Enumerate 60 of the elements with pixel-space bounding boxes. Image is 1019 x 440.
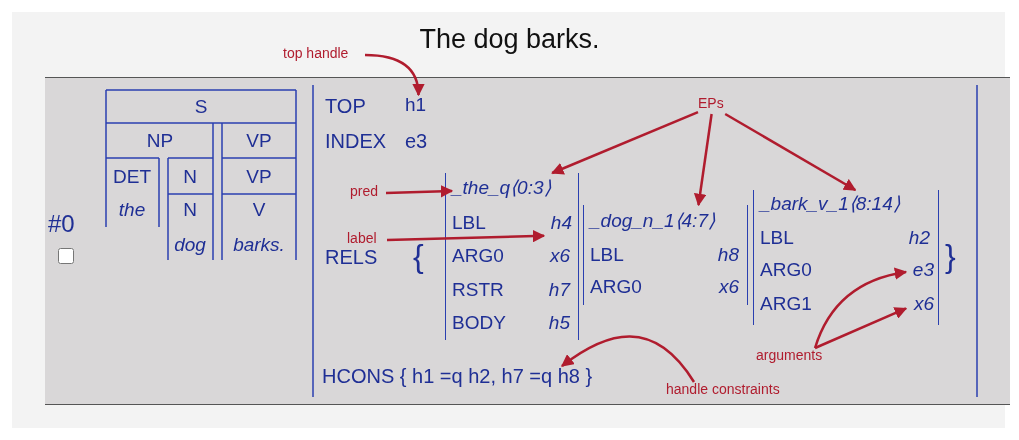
predication-frame	[583, 205, 748, 305]
feature-name: ARG0	[590, 277, 642, 296]
tree-label: N	[182, 167, 198, 186]
feature-name: LBL	[452, 213, 486, 232]
tree-label: VP	[245, 131, 273, 150]
annotation-label: top handle	[283, 46, 365, 64]
brace: {	[413, 240, 424, 272]
leader-arrow	[364, 53, 425, 97]
feature-name: LBL	[590, 245, 624, 264]
leader-arrow	[693, 113, 713, 207]
feature-name: RSTR	[452, 280, 504, 299]
leader-arrow	[551, 111, 699, 175]
leader-arrow	[814, 307, 908, 350]
word-label: barks.	[232, 235, 286, 254]
feature-value: x6	[718, 277, 739, 296]
annotation-label: pred	[350, 184, 386, 202]
feature-value: HCONS { h1 =q h2, h7 =q h8 }	[322, 366, 642, 392]
feature-name: RELS	[325, 247, 378, 267]
feature-name: TOP	[325, 96, 366, 116]
tree-label: N	[182, 200, 198, 219]
feature-name: LBL	[760, 228, 794, 247]
feature-name: ARG0	[760, 260, 812, 279]
feature-name: BODY	[452, 313, 506, 332]
word-label: the	[117, 200, 147, 219]
leader-arrow	[724, 112, 857, 192]
feature-value: h5	[548, 313, 570, 332]
predicate-label: _bark_v_1⟨8:14⟩	[760, 194, 900, 213]
feature-value: h8	[717, 245, 739, 264]
leader-arrow	[813, 267, 908, 349]
predication-frame	[445, 173, 579, 340]
annotation-label: handle constraints	[666, 382, 806, 400]
feature-value: h7	[548, 280, 570, 299]
tree-label: DET	[112, 167, 152, 186]
feature-value: e3	[405, 131, 428, 151]
annotation-label: label	[347, 231, 387, 249]
feature-name: ARG1	[760, 294, 812, 313]
annotation-label: arguments	[756, 348, 838, 366]
item-number: #0	[48, 212, 75, 236]
feature-value: h2	[908, 228, 930, 247]
title: The dog barks.	[419, 24, 600, 54]
feature-value: h1	[405, 95, 435, 119]
brace: }	[945, 240, 956, 272]
leader-arrow	[385, 185, 454, 198]
word-label: dog	[173, 235, 207, 254]
tree-label: NP	[145, 131, 175, 150]
tree-label: S	[193, 97, 209, 116]
feature-value: x6	[906, 294, 934, 318]
leader-arrow	[561, 335, 696, 383]
feature-name: INDEX	[325, 131, 387, 151]
predicate-label: _dog_n_1⟨4:7⟩	[590, 211, 715, 230]
tree-label: VP	[245, 167, 273, 186]
feature-value: x6	[549, 246, 570, 265]
feature-name: ARG0	[452, 246, 504, 265]
predicate-label: _the_q⟨0:3⟩	[452, 178, 576, 204]
feature-value: e3	[906, 260, 934, 284]
tree-label: V	[251, 200, 267, 219]
predication-frame	[753, 190, 939, 325]
annotation-label: EPs	[698, 96, 732, 114]
feature-value: h4	[544, 213, 572, 237]
leader-arrow	[386, 229, 546, 243]
